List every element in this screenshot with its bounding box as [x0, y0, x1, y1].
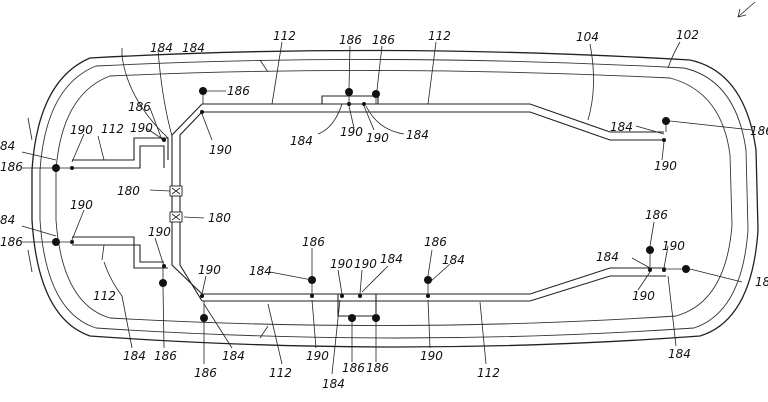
label-102: 102 [676, 28, 699, 42]
label-112-left-upper: 112 [101, 122, 124, 136]
label-190-bottom-c: 190 [354, 257, 377, 271]
label-190-top-mid-1: 190 [340, 125, 363, 139]
label-186-bottom-row-2: 186 [194, 366, 217, 380]
label-186-bottom-row-3: 186 [342, 361, 365, 375]
label-184-right-upper: 184 [610, 120, 633, 134]
label-186-bottom-row-4: 186 [366, 361, 389, 375]
label-190-bottom-a: 190 [198, 263, 221, 277]
label-184-bottom-row-1: 184 [123, 349, 146, 363]
label-186-bottom-mid-2: 186 [424, 235, 447, 249]
label-184-tl-2: 184 [182, 41, 205, 55]
label-190-bottom-row: 190 [306, 349, 329, 363]
label-186-top-mid-1: 186 [339, 33, 362, 47]
label-184-bottom-a: 184 [249, 264, 272, 278]
label-112-top-right: 112 [428, 29, 451, 43]
label-184-bottom-row-3: 184 [322, 377, 345, 391]
label-18-right-edge: 18 [755, 275, 768, 289]
label-190-right-lower-b: 190 [632, 289, 655, 303]
label-180-lower: 180 [208, 211, 231, 225]
label-184-bottom-row-2: 184 [222, 349, 245, 363]
label-190-bottom-b: 190 [330, 257, 353, 271]
label-184-tl-1: 184 [150, 41, 173, 55]
label-186-left-edge-upper: 186 [0, 160, 23, 174]
label-190-right-lower-a: 190 [662, 239, 685, 253]
label-112-bottom-left: 112 [269, 366, 292, 380]
label-184-top-mid-right: 184 [406, 128, 429, 142]
label-190-left-b: 190 [70, 123, 93, 137]
label-112-top-left: 112 [273, 29, 296, 43]
label-190-top-mid-2: 190 [366, 131, 389, 145]
label-186-right-lower: 186 [645, 208, 668, 222]
junction-points [70, 102, 666, 298]
label-184-top-mid-left: 184 [290, 134, 313, 148]
label-184-right-lower: 184 [596, 250, 619, 264]
label-190-right-upper: 190 [654, 159, 677, 173]
label-190-tl: 190 [209, 143, 232, 157]
label-190-left-a: 190 [130, 121, 153, 135]
label-180-upper: 180 [117, 184, 140, 198]
label-184-left-edge-upper: 84 [0, 139, 15, 153]
label-186-top-mid-2: 186 [372, 33, 395, 47]
node-stubs [56, 95, 682, 316]
label-112-left-lower: 112 [93, 289, 116, 303]
label-186-right-upper: 186 [750, 124, 768, 138]
label-184-right-bottom: 184 [668, 347, 691, 361]
label-186-bottom-row-1: 186 [154, 349, 177, 363]
vehicle-body-outline [27, 49, 759, 348]
label-112-bottom-right: 112 [477, 366, 500, 380]
reference-labels: 102 104 112 112 112 112 112 112 184 184 … [0, 28, 768, 391]
label-190-left-c: 190 [70, 198, 93, 212]
label-186-tl-node: 186 [227, 84, 250, 98]
label-104: 104 [576, 30, 599, 44]
view-arrow [737, 1, 756, 18]
label-190-bottom-row-2: 190 [420, 349, 443, 363]
label-190-left-d: 190 [148, 225, 171, 239]
label-186-bottom-mid-1: 186 [302, 235, 325, 249]
label-186-left-edge-lower: 186 [0, 235, 23, 249]
leader-lines [21, 41, 753, 375]
label-184-left-edge-lower: 84 [0, 213, 15, 227]
label-186-left-a: 186 [128, 100, 151, 114]
label-184-bottom-b: 184 [380, 252, 403, 266]
label-184-bottom-c: 184 [442, 253, 465, 267]
wiring-harness [72, 95, 666, 317]
